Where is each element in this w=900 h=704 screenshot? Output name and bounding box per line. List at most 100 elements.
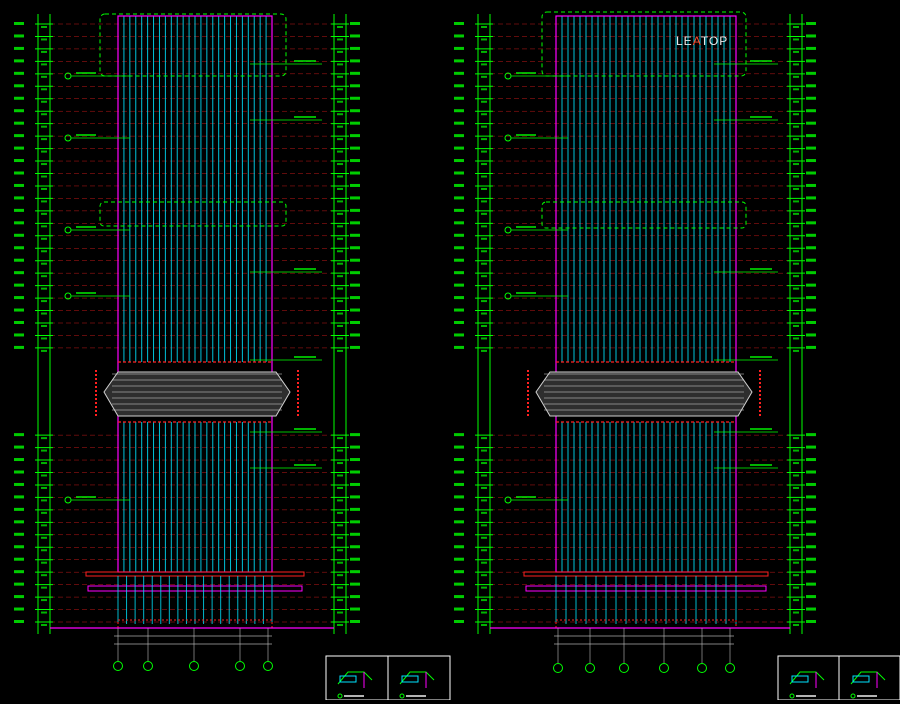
floor-level-marker-right	[806, 221, 816, 225]
floor-dim-label-right	[337, 237, 343, 240]
floor-level-marker-right	[350, 146, 360, 150]
floor-dim-label-right	[337, 125, 343, 128]
floor-dim-label-left	[41, 437, 47, 440]
floor-dim-label-left	[41, 325, 47, 327]
detail-caption	[857, 695, 877, 697]
annotation-bubble	[504, 226, 512, 234]
floor-dim-label-left	[41, 38, 47, 41]
floor-level-marker-left	[454, 433, 464, 437]
floor-level-marker-right	[350, 582, 360, 586]
floor-level-marker-right	[806, 532, 816, 536]
detail-profile	[337, 671, 373, 685]
floor-dim-label-left	[41, 225, 47, 228]
floor-dim-label-left	[481, 175, 487, 178]
floor-level-marker-right	[350, 495, 360, 499]
detail-caption	[796, 695, 816, 697]
detail-profile	[399, 671, 435, 685]
floor-level-marker-right	[806, 321, 816, 324]
floor-dim-label-left	[41, 611, 47, 614]
floor-dim-label-left	[41, 175, 47, 178]
floor-level-marker-left	[14, 507, 24, 511]
floor-dim-label-left	[41, 337, 47, 340]
annotation-text-left	[76, 72, 96, 74]
floor-dim-label-left	[41, 486, 47, 489]
floor-level-marker-left	[454, 283, 464, 287]
floor-dim-label-right	[337, 599, 343, 602]
floor-dim-label-right	[337, 113, 343, 116]
floor-dim-label-left	[41, 26, 47, 28]
floor-level-marker-right	[350, 271, 360, 275]
floor-dim-label-right	[793, 63, 799, 66]
floor-level-marker-right	[806, 582, 816, 586]
floor-dim-label-left	[481, 312, 487, 315]
floor-level-marker-left	[14, 433, 24, 437]
floor-level-marker-right	[350, 595, 360, 599]
floor-dim-label-left	[481, 187, 487, 190]
floor-level-marker-right	[806, 296, 816, 300]
floor-dim-label-right	[793, 486, 799, 489]
floor-dim-label-right	[793, 150, 799, 153]
floor-level-marker-left	[14, 258, 24, 262]
floor-dim-label-right	[337, 200, 343, 203]
floor-dim-label-left	[481, 574, 487, 577]
annotation-text-right	[750, 428, 772, 430]
floor-level-marker-right	[806, 84, 816, 88]
floor-dim-label-left	[41, 599, 47, 602]
detail-ref-bubble	[399, 693, 405, 699]
mid-callout-box	[99, 201, 287, 227]
floor-level-marker-right	[350, 59, 360, 63]
floor-level-marker-right	[350, 109, 360, 113]
axis-bubble	[697, 663, 707, 673]
refuge-floor-band	[103, 371, 291, 417]
floor-level-marker-left	[14, 34, 24, 38]
floor-level-marker-right	[350, 532, 360, 536]
floor-level-marker-right	[350, 233, 360, 237]
floor-dim-label-right	[793, 175, 799, 178]
floor-level-marker-right	[350, 258, 360, 262]
floor-level-marker-left	[14, 445, 24, 449]
floor-dim-label-left	[41, 50, 47, 53]
floor-level-marker-left	[14, 134, 24, 138]
floor-dim-label-left	[481, 549, 487, 552]
detail-section	[852, 675, 870, 683]
axis-bubble	[143, 661, 153, 671]
floor-level-marker-right	[350, 208, 360, 212]
floor-dim-label-right	[337, 163, 343, 166]
floor-dim-label-left	[41, 536, 47, 539]
floor-dim-label-left	[41, 574, 47, 577]
floor-level-marker-left	[454, 345, 464, 349]
detail-ref-bubble	[850, 693, 856, 699]
floor-dim-label-right	[337, 574, 343, 577]
annotation-text-left	[76, 226, 96, 228]
floor-level-marker-left	[454, 308, 464, 312]
floor-level-marker-left	[454, 96, 464, 100]
floor-dim-label-right	[793, 100, 799, 103]
floor-level-marker-left	[14, 171, 24, 175]
floor-level-marker-left	[454, 134, 464, 138]
floor-dim-label-left	[481, 486, 487, 489]
floor-level-marker-right	[350, 545, 360, 549]
detail-profile	[789, 671, 825, 685]
floor-dim-label-right	[793, 262, 799, 265]
detail-profile	[850, 671, 886, 685]
floor-dim-label-left	[481, 212, 487, 215]
floor-dim-label-left	[41, 163, 47, 166]
floor-dim-label-right	[793, 624, 799, 626]
floor-dim-label-right	[793, 349, 799, 352]
floor-dim-label-left	[481, 524, 487, 527]
floor-level-marker-left	[14, 46, 24, 50]
detail-ref-bubble	[789, 693, 795, 699]
floor-dim-label-right	[337, 312, 343, 315]
floor-level-marker-right	[806, 607, 816, 611]
floor-level-marker-right	[350, 557, 360, 561]
floor-level-marker-left	[14, 557, 24, 561]
floor-level-marker-left	[14, 532, 24, 536]
floor-dim-label-left	[41, 200, 47, 203]
floor-dim-label-left	[481, 38, 487, 41]
floor-dim-label-right	[793, 437, 799, 440]
floor-level-marker-right	[350, 570, 360, 574]
annotation-text-left	[516, 72, 536, 74]
floor-level-marker-left	[14, 159, 24, 163]
floor-dim-label-right	[793, 250, 799, 253]
